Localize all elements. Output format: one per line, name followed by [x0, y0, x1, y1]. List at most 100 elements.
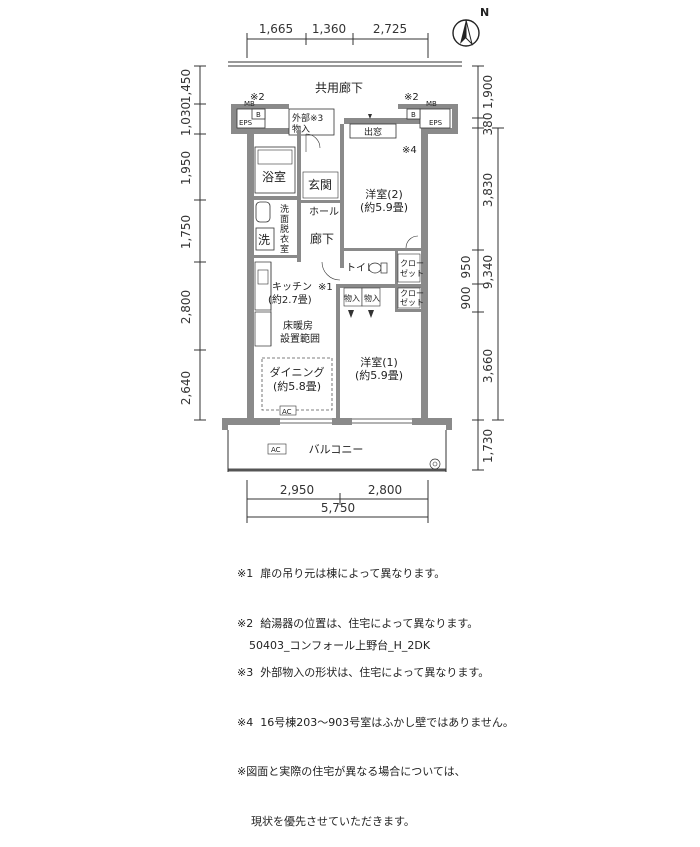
toilet-label: トイレ	[346, 263, 376, 274]
right-dimensions	[472, 65, 504, 471]
plan-caption: 50403_コンフォール上野台_H_2DK	[249, 639, 431, 652]
dim-right-3: 3,830	[481, 173, 495, 207]
notes: ※1 扉の吊り元は棟によって異なります。 ※2 給湯器の位置は、住宅によって異な…	[237, 533, 514, 847]
eps-right-label: EPS	[429, 119, 443, 127]
common-corridor: 共用廊下	[228, 61, 462, 95]
mark2-left: ※2	[250, 92, 265, 103]
storage-b-label: 物入	[364, 293, 380, 303]
dining-size: (約5.8畳)	[273, 379, 321, 393]
dining-name: ダイニング	[270, 365, 325, 379]
closet-b-label-2: ゼット	[400, 297, 424, 307]
dim-left-2: 1,030	[179, 102, 193, 136]
kitchen-name: キッチン	[272, 281, 312, 293]
mb-eps-left: MB B EPS ※2	[236, 92, 266, 129]
entrance: 玄関 ホール 廊下	[302, 171, 339, 246]
dim-top-3: 2,725	[373, 22, 407, 36]
dim-bottom-2: 2,800	[368, 483, 402, 497]
kitchen-size: (約2.7畳)	[268, 293, 312, 306]
room-1: 洋室(1) (約5.9畳)	[355, 355, 403, 382]
closet-a: クロー ゼット	[397, 253, 424, 283]
dim-top-2: 1,360	[312, 22, 346, 36]
dim-top-1: 1,665	[259, 22, 293, 36]
wash-label-3: 脱	[280, 223, 289, 235]
b-left-label: B	[256, 111, 261, 119]
north-label: N	[480, 6, 489, 19]
room-2: 洋室(2) (約5.9畳)	[360, 187, 419, 249]
ac-outdoor-label: AC	[271, 446, 281, 454]
floorheat-label-2: 設置範囲	[280, 332, 320, 345]
dim-right-5: 900	[459, 287, 473, 310]
closet-a-label-1: クロー	[400, 259, 424, 268]
hallway-label: 廊下	[310, 231, 334, 246]
interior-walls	[254, 124, 421, 418]
room2-name: 洋室(2)	[365, 187, 403, 201]
outside-storage-label-1: 外部※3	[292, 112, 323, 124]
dim-right-1: 1,900	[481, 75, 495, 109]
kitchen: キッチン (約2.7畳)	[254, 261, 312, 347]
mb-left-label: MB	[244, 100, 255, 108]
mb-right-label: MB	[426, 100, 437, 108]
dim-left-4: 1,750	[179, 215, 193, 249]
b-right-label: B	[411, 111, 416, 119]
note-6: 現状を優先させていただきます。	[237, 814, 415, 828]
bath-label: 浴室	[262, 169, 286, 184]
mark1: ※1	[318, 282, 333, 293]
closet-a-label-2: ゼット	[400, 268, 424, 278]
outer-walls	[222, 104, 458, 430]
note-4: ※4 16号棟203～903号室はふかし壁ではありません。	[237, 715, 514, 729]
bay-window: 出窓 ※4	[349, 114, 417, 156]
dim-bottom-1: 2,950	[280, 483, 314, 497]
dim-right-6: 9,340	[481, 255, 495, 289]
bottom-dimensions	[246, 480, 429, 523]
left-dimensions	[194, 65, 206, 421]
room1-size: (約5.9畳)	[355, 368, 403, 382]
mark4: ※4	[402, 145, 417, 156]
dim-right-4: 950	[459, 256, 473, 279]
wash-label-2: 面	[280, 214, 289, 225]
floor-plan: 1,665 1,360 2,725 N 1,450 1,030 1,950 1,…	[179, 6, 504, 523]
wash-label-5: 室	[280, 243, 289, 255]
room1-name: 洋室(1)	[360, 355, 398, 369]
floorheat-label-1: 床暖房	[283, 319, 313, 332]
note-1: ※1 扉の吊り元は棟によって異なります。	[237, 567, 446, 580]
top-dimensions	[246, 33, 429, 58]
outside-storage: 外部※3 物入	[288, 108, 335, 152]
note-3: ※3 外部物入の形状は、住宅によって異なります。	[237, 666, 490, 679]
ac-indoor-label: AC	[282, 408, 292, 416]
balcony-label: バルコニー	[309, 443, 364, 456]
washroom: 洗 洗 面 脱 衣 室	[255, 201, 289, 255]
note-2: ※2 給湯器の位置は、住宅によって異なります。	[237, 616, 479, 630]
wash-label-4: 衣	[280, 233, 289, 245]
mark2-right: ※2	[404, 92, 419, 103]
wash-label-1: 洗	[280, 203, 289, 215]
mb-eps-right: MB B EPS ※2	[404, 92, 451, 129]
bathroom: 浴室	[254, 146, 296, 194]
hall-label: ホール	[309, 206, 339, 218]
dim-left-5: 2,800	[179, 290, 193, 324]
closet-b-label-1: クロー	[400, 289, 424, 298]
washer-label: 洗	[258, 233, 270, 247]
dim-left-3: 1,950	[179, 151, 193, 185]
bay-label: 出窓	[364, 126, 382, 138]
dim-left-1: 1,450	[179, 69, 193, 103]
storage-row: 物入 物入 ※1	[318, 282, 381, 318]
corridor-label: 共用廊下	[315, 80, 363, 95]
north-arrow-icon: N	[452, 6, 489, 47]
entrance-label: 玄関	[308, 177, 332, 192]
outside-storage-label-2: 物入	[292, 123, 310, 135]
dining: ダイニング (約5.8畳) AC	[270, 365, 325, 416]
dim-right-8: 1,730	[481, 429, 495, 463]
toilet: トイレ	[321, 261, 388, 281]
room2-size: (約5.9畳)	[360, 200, 408, 214]
note-5: ※図面と実際の住宅が異なる場合については、	[237, 765, 466, 778]
storage-a-label: 物入	[344, 293, 360, 303]
dim-right-7: 3,660	[481, 349, 495, 383]
eps-left-label: EPS	[239, 119, 253, 127]
balcony-windows	[280, 418, 412, 424]
dim-right-2: 380	[481, 113, 495, 136]
dim-bottom-3: 5,750	[321, 501, 355, 515]
dim-left-6: 2,640	[179, 371, 193, 405]
balcony: AC バルコニー	[227, 425, 447, 472]
floor-heating-area: 床暖房 設置範囲	[261, 319, 333, 411]
closet-b: クロー ゼット	[397, 287, 424, 309]
